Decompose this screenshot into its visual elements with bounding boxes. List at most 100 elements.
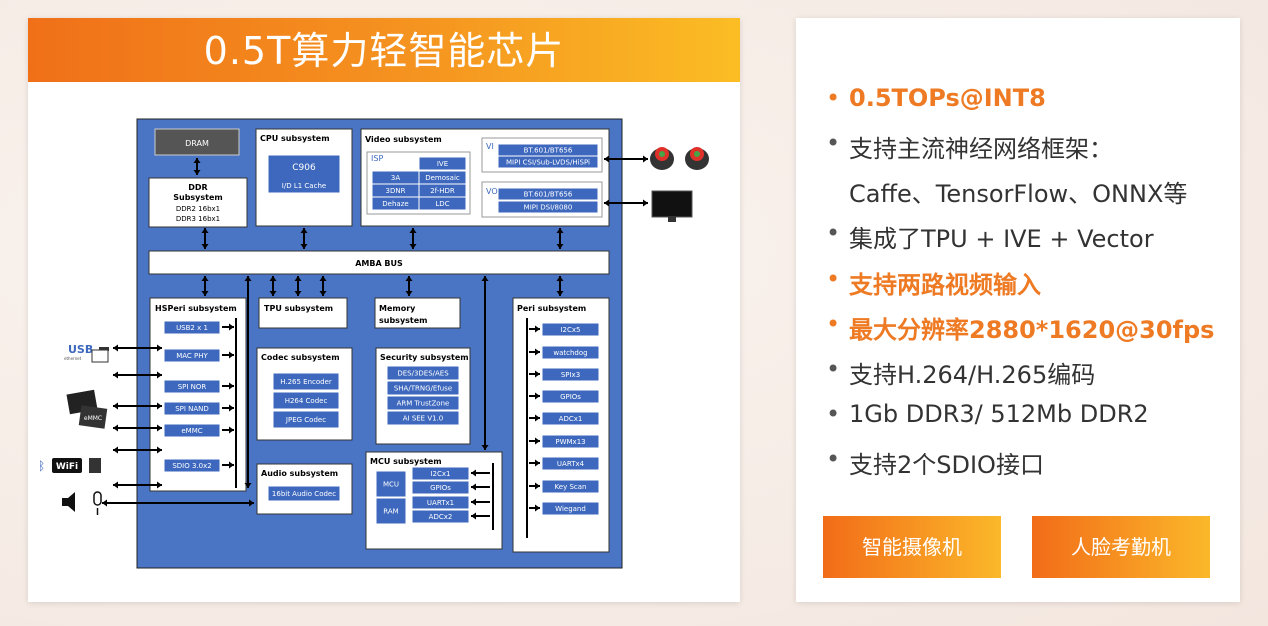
- codec-item-label: H.265 Encoder: [280, 378, 332, 386]
- feature-text: 最大分辨率2880*1620@30fps: [849, 316, 1215, 344]
- arrowhead: [535, 325, 540, 333]
- mcu-ram-label: RAM: [383, 508, 398, 516]
- bluetooth-icon: ᛒ: [38, 459, 45, 473]
- arrowhead: [604, 199, 609, 207]
- vo-line1: [497, 187, 599, 201]
- peri-item-arrow: [529, 459, 540, 467]
- bullet-icon: •: [826, 219, 841, 247]
- ddr-title2: Subsystem: [173, 193, 223, 202]
- arrowhead: [201, 228, 209, 233]
- memory-title: Memory: [379, 304, 416, 313]
- arrowhead: [319, 291, 327, 296]
- arrowhead: [535, 414, 540, 422]
- arrowhead: [643, 155, 648, 163]
- arrowhead: [535, 348, 540, 356]
- memory-title2: subsystem: [379, 316, 428, 325]
- codec-item: [272, 372, 340, 391]
- arrowhead: [409, 228, 417, 233]
- security-item-label: AI SEE V1.0: [403, 415, 444, 423]
- hsperi-item-arrow: [222, 382, 234, 390]
- arrowhead: [294, 291, 302, 296]
- codec-item: [272, 410, 340, 429]
- isp-cell: [418, 196, 467, 211]
- arrowhead: [157, 371, 162, 379]
- isp-cell-label: 2f-HDR: [430, 187, 455, 195]
- feature-text: 1Gb DDR3/ 512Mb DDR2: [849, 400, 1149, 428]
- mcu-item-label: GPIOs: [430, 484, 451, 492]
- face-attendance-button[interactable]: 人脸考勤机: [1032, 516, 1210, 578]
- tpu-subsystem: [258, 297, 348, 329]
- vi-label: VI: [486, 142, 494, 151]
- arrowhead: [604, 155, 609, 163]
- amba-bus: [148, 250, 610, 275]
- arrowhead: [556, 244, 564, 249]
- arrowhead: [471, 512, 476, 520]
- smart-camera-button[interactable]: 智能摄像机: [823, 516, 1001, 578]
- arrowhead: [481, 445, 489, 450]
- arrowhead: [535, 459, 540, 467]
- hsperi-item-label: MAC PHY: [176, 352, 208, 360]
- cpu-title: CPU subsystem: [260, 134, 330, 143]
- arrowhead: [229, 351, 234, 359]
- ddr-line1: DDR2 16bx1: [176, 205, 220, 213]
- security-item-label: SHA/TRNG/Efuse: [394, 385, 452, 393]
- audio-title: Audio subsystem: [261, 469, 338, 478]
- peri-amba-arrow: [556, 276, 564, 296]
- monitor-icon: [651, 190, 693, 218]
- peri-item-label: SPIx3: [561, 371, 580, 379]
- isp-cell: [418, 156, 467, 171]
- arrowhead: [229, 426, 234, 434]
- video-title: Video subsystem: [365, 135, 442, 144]
- hsperi-title: HSPeri subsystem: [155, 304, 237, 313]
- bullet-icon: •: [826, 84, 841, 112]
- feature-text: 支持2个SDIO接口: [849, 451, 1044, 479]
- tpu-amba-arrow-1: [269, 276, 277, 296]
- dram-label: DRAM: [185, 139, 209, 148]
- arrowhead: [113, 481, 118, 489]
- arrowhead: [535, 482, 540, 490]
- arrowhead: [269, 276, 277, 281]
- hsperi-item-arrow: [222, 426, 234, 434]
- dram-block: [154, 128, 240, 156]
- ethernet-label: ethernet: [64, 356, 82, 361]
- arrowhead: [229, 323, 234, 331]
- tpu-title: TPU subsystem: [264, 304, 333, 313]
- arrowhead: [157, 446, 162, 454]
- arrowhead: [300, 228, 308, 233]
- microphone-icon: [93, 491, 102, 506]
- isp-cell-label: 3A: [391, 174, 400, 182]
- hsperi-item-label: USB2 x 1: [176, 324, 208, 332]
- cpu-amba-arrow: [300, 228, 308, 249]
- vi-line1-label: BT.601/BT656: [524, 147, 573, 155]
- mcu-item-label: ADCx2: [429, 513, 453, 521]
- security-item: [386, 365, 460, 381]
- camera-icon-lens-core: [659, 151, 665, 157]
- hsperi-item-arrow: [222, 323, 234, 331]
- security-item: [386, 410, 460, 426]
- arrowhead: [201, 291, 209, 296]
- peri-item-label: I2Cx5: [560, 326, 580, 334]
- codec-item: [272, 391, 340, 410]
- arrowhead: [113, 402, 118, 410]
- peri-item-arrow: [529, 348, 540, 356]
- arrowhead: [201, 244, 209, 249]
- arrowhead: [471, 469, 476, 477]
- isp-cell-label: Dehaze: [382, 200, 408, 208]
- hsperi-item: [163, 348, 221, 363]
- bullet-icon: •: [826, 129, 841, 157]
- feature-text: Caffe、TensorFlow、ONNX等: [849, 180, 1188, 208]
- mcu-item: [411, 509, 470, 524]
- isp-cell-label: LDC: [435, 200, 449, 208]
- arrowhead: [481, 276, 489, 281]
- vi-camera-arrow: [604, 155, 648, 163]
- hsperi-amba-arrow: [201, 276, 209, 296]
- isp-cell-label: Demosaic: [425, 174, 460, 182]
- peri-item-label: PWMx13: [555, 438, 585, 446]
- arrowhead: [535, 392, 540, 400]
- arrowhead: [471, 498, 476, 506]
- audio-item: [267, 485, 341, 502]
- arrowhead: [409, 244, 417, 249]
- ddr-amba-arrow: [201, 228, 209, 249]
- hsperi-item-arrow: [222, 404, 234, 412]
